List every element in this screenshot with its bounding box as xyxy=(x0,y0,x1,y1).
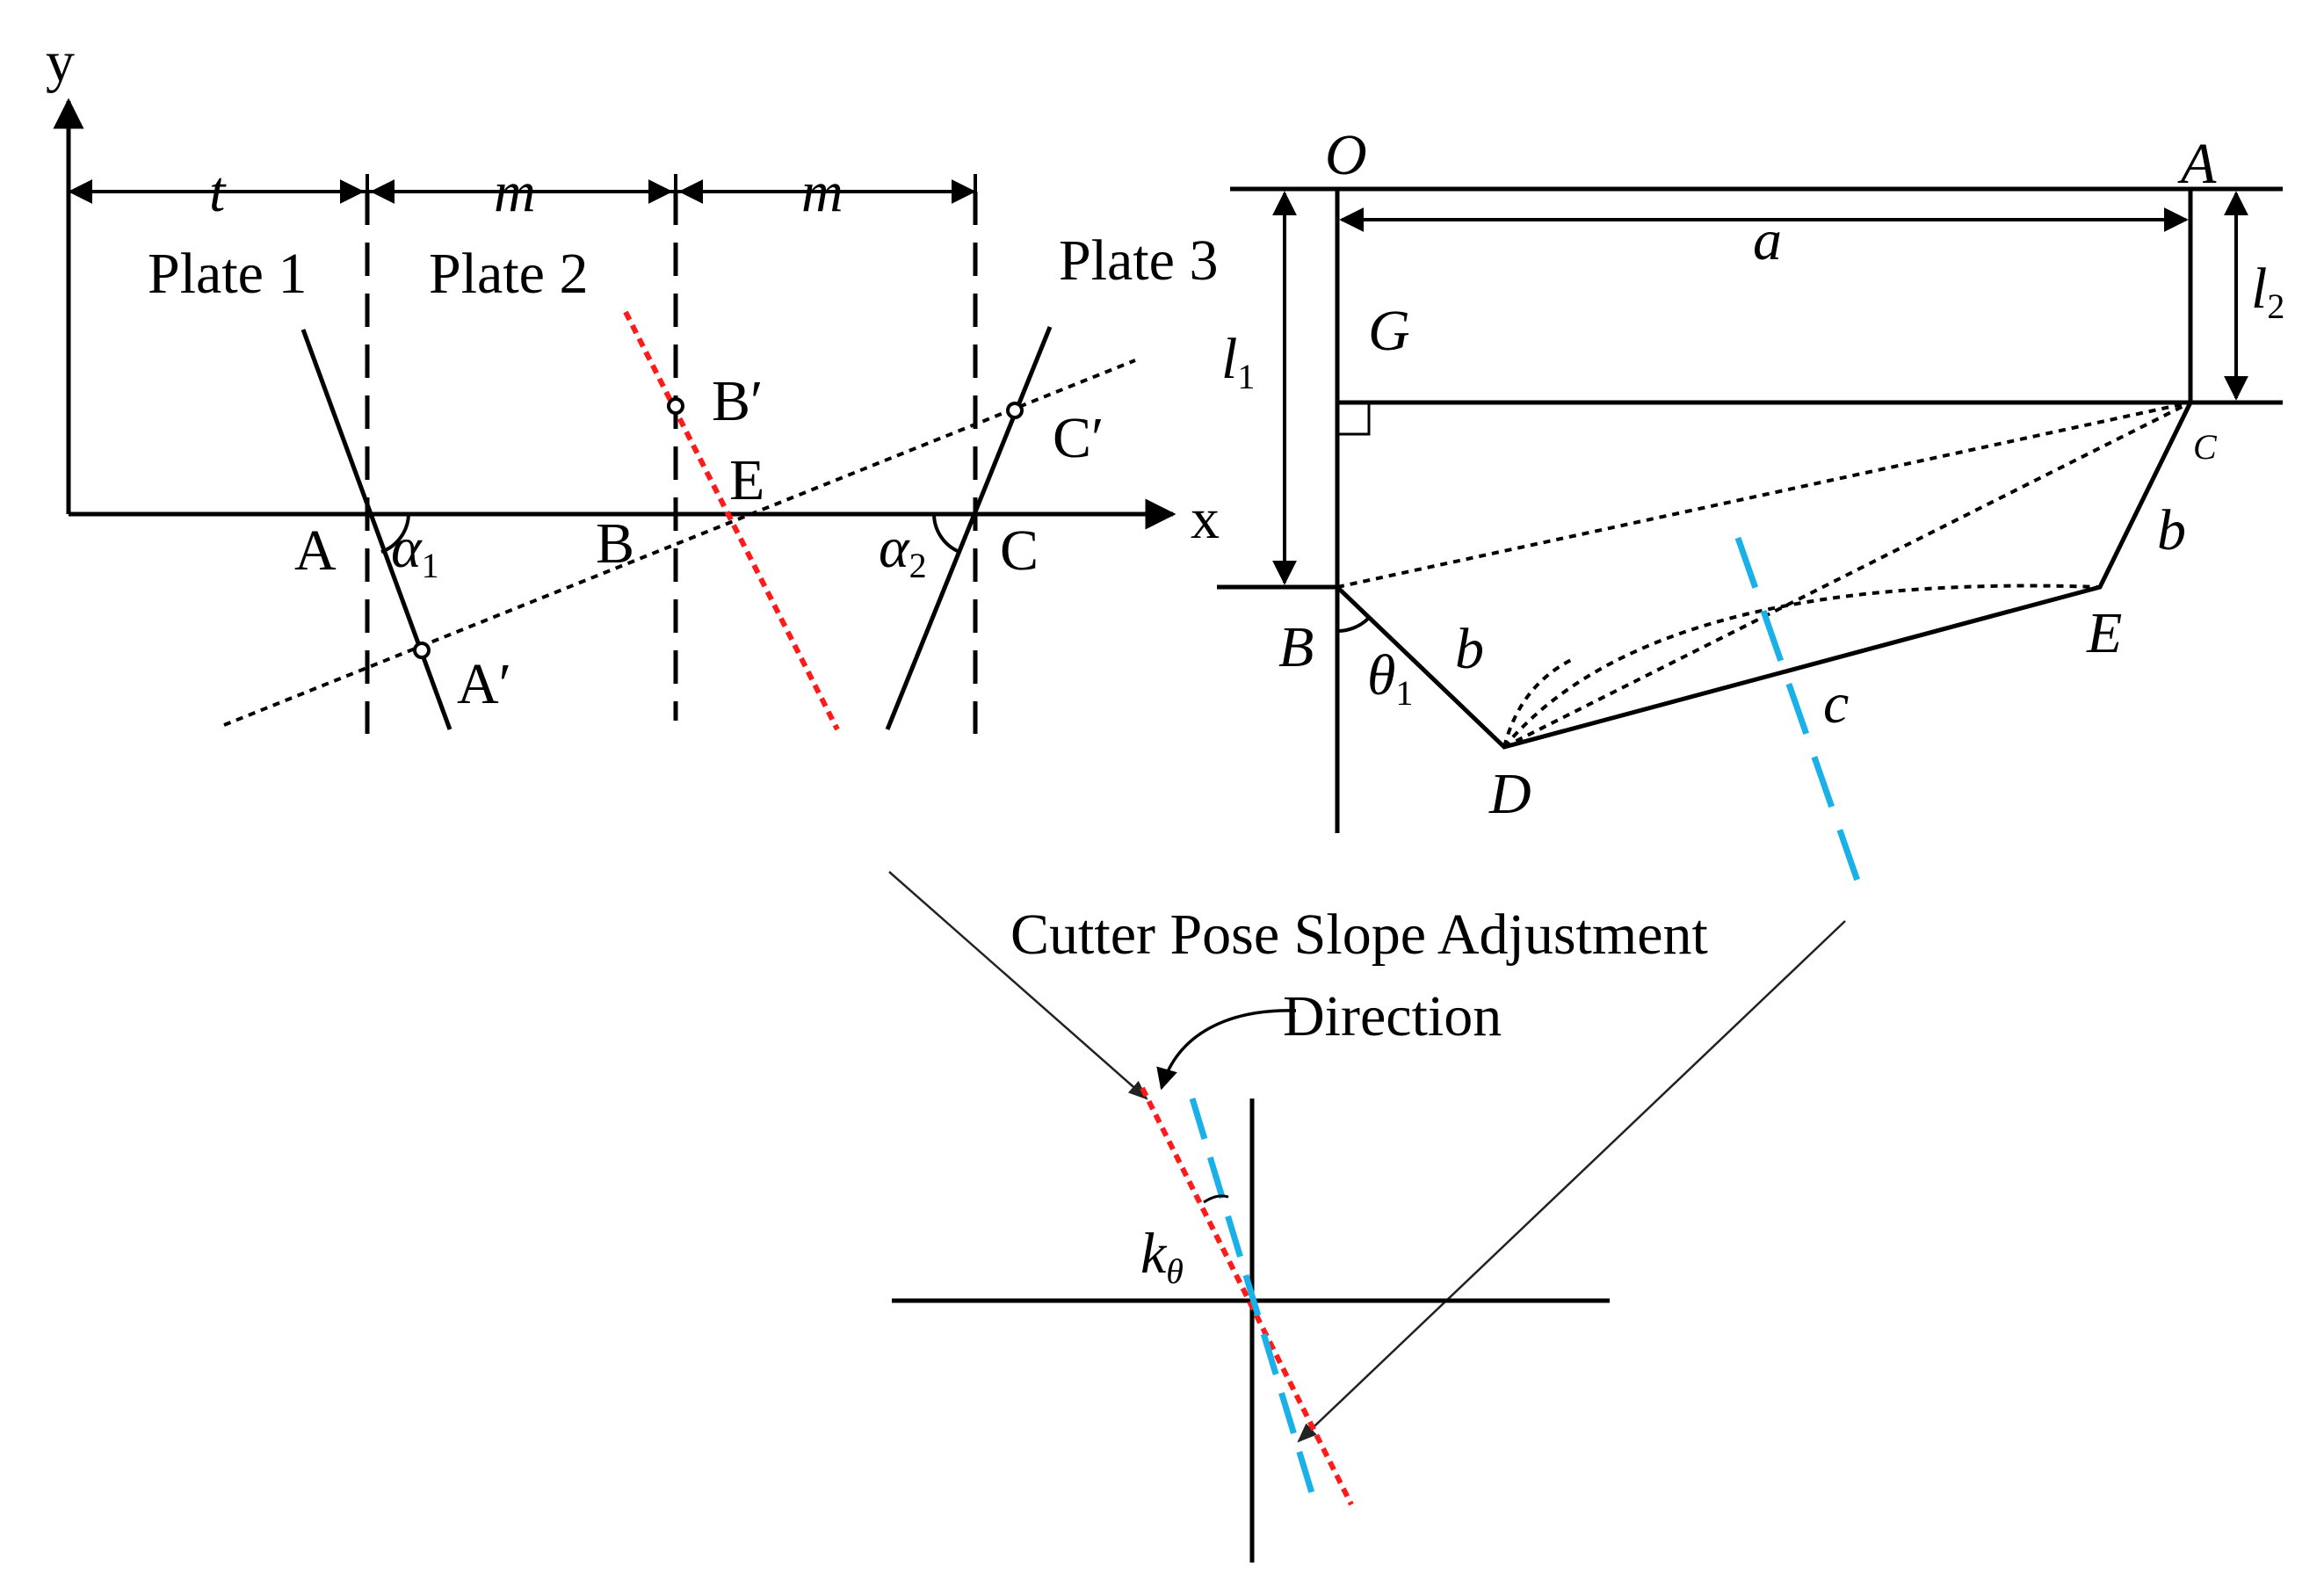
length-l1-subscript: 1 xyxy=(1237,357,1255,396)
cyan-dashed-line xyxy=(1734,536,1862,885)
point-a-prime-marker xyxy=(413,642,431,659)
dim-t-label: t xyxy=(209,160,227,224)
angle-arc-theta1 xyxy=(1336,616,1371,634)
length-l2-subscript: 2 xyxy=(2267,286,2284,326)
plate-1-label: Plate 1 xyxy=(148,242,307,306)
angle-theta1-label: θ1 xyxy=(1367,643,1413,713)
point-b-prime-marker xyxy=(667,397,684,415)
point-e-label-right: E xyxy=(2086,601,2122,665)
angle-arc-alpha1 xyxy=(380,513,410,554)
angle-alpha1-subscript: 1 xyxy=(422,546,439,585)
length-c-label: c xyxy=(1823,671,1849,736)
length-b-right-label: b xyxy=(2157,498,2186,562)
point-a-label: A xyxy=(294,519,337,583)
angle-theta1-symbol: θ xyxy=(1367,643,1395,707)
point-c-prime-label: C′ xyxy=(1053,406,1104,470)
cyan-dashed-line-bottom xyxy=(1189,1097,1319,1506)
point-a-label-right: A xyxy=(2177,132,2217,196)
point-c-prime-marker xyxy=(1006,402,1024,419)
point-b-prime-label: B′ xyxy=(712,369,763,433)
point-a-prime-label: A′ xyxy=(457,652,511,716)
y-axis-label: y xyxy=(46,30,75,94)
left-panel: y x t m m Plate 1 Plate 2 Plate 3 xyxy=(46,30,1220,734)
length-l1-label: l1 xyxy=(1221,327,1255,396)
point-c-label: C xyxy=(1000,519,1039,583)
dotted-d-to-c xyxy=(1503,401,2191,749)
point-c-label-right: C xyxy=(2193,427,2218,467)
dim-m2-label: m xyxy=(801,160,843,224)
length-l1-symbol: l xyxy=(1221,327,1237,391)
caption-line-1: Cutter Pose Slope Adjustment xyxy=(1010,903,1708,967)
point-d-label: D xyxy=(1488,762,1531,826)
pointer-arrow-right xyxy=(1297,920,1846,1443)
cut-line-plate-1 xyxy=(300,329,452,730)
plate-2-label: Plate 2 xyxy=(429,242,588,306)
dim-m1-label: m xyxy=(494,160,536,224)
red-slope-line-bottom xyxy=(1140,1086,1354,1506)
dotted-arc-d-to-e xyxy=(1502,584,2101,749)
length-a-label: a xyxy=(1753,208,1782,272)
caption-line-2: Direction xyxy=(1283,984,1502,1048)
bottom-panel: Cutter Pose Slope Adjustment Direction k… xyxy=(888,871,1846,1563)
point-b-label-right: B xyxy=(1278,615,1314,679)
point-g-label: G xyxy=(1368,299,1410,363)
length-l2-symbol: l xyxy=(2251,257,2267,321)
linkage-b-d-e-c xyxy=(1336,401,2193,750)
x-axis-label: x xyxy=(1191,487,1220,551)
slope-k-subscript: θ xyxy=(1166,1251,1184,1291)
right-panel: O A G B C D E a b b c l1 l2 θ1 xyxy=(1217,123,2284,885)
angle-alpha1-symbol: α xyxy=(391,516,423,580)
slope-k-label: kθ xyxy=(1140,1222,1184,1291)
angle-alpha2-symbol: α xyxy=(879,516,910,580)
plate-3-label: Plate 3 xyxy=(1059,228,1218,293)
length-l2-label: l2 xyxy=(2251,257,2284,326)
dotted-arc-d-small xyxy=(1502,657,1574,748)
right-angle-marker xyxy=(1336,401,1371,436)
slope-angle-arc xyxy=(1203,1194,1229,1204)
dotted-b-to-c xyxy=(1336,401,2191,589)
pointer-arrow-left xyxy=(888,871,1148,1100)
fitted-dotted-line xyxy=(223,359,1136,727)
point-e-label: E xyxy=(729,448,764,512)
angle-arc-alpha2 xyxy=(932,513,960,554)
angle-alpha2-subscript: 2 xyxy=(909,546,927,585)
angle-alpha1-label: α1 xyxy=(391,516,439,585)
red-slope-line-plate-2 xyxy=(623,310,840,731)
curved-pointer-arrow xyxy=(1156,1009,1297,1091)
cut-line-plate-3 xyxy=(885,326,1053,730)
angle-alpha2-label: α2 xyxy=(879,516,927,585)
point-o-label: O xyxy=(1325,123,1367,187)
angle-theta1-subscript: 1 xyxy=(1395,673,1413,713)
length-b-left-label: b xyxy=(1455,617,1484,681)
slope-k-symbol: k xyxy=(1140,1222,1168,1286)
point-b-label: B xyxy=(596,511,634,576)
